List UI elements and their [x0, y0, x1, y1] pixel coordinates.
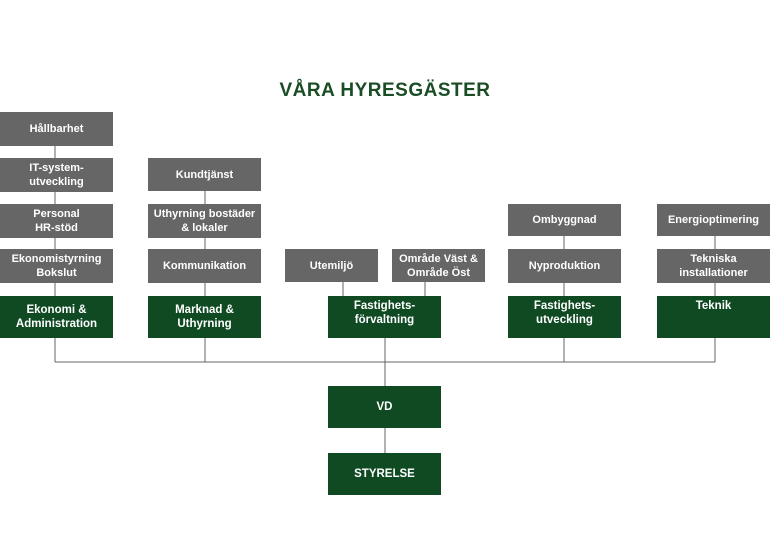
function-energioptimering: Energioptimering [657, 204, 770, 236]
vd-box: VD [328, 386, 441, 428]
function-personal-hr: Personal HR-stöd [0, 204, 113, 238]
function-utemiljo: Utemiljö [285, 249, 378, 282]
department-fastighetsforvaltning: Fastighets- förvaltning [328, 296, 441, 338]
function-kommunikation: Kommunikation [148, 249, 261, 283]
department-fastighetsutveckling: Fastighets- utveckling [508, 296, 621, 338]
department-ekonomi-administration: Ekonomi & Administration [0, 296, 113, 338]
chart-title: VÅRA HYRESGÄSTER [279, 80, 491, 101]
styrelse-box: STYRELSE [328, 453, 441, 495]
function-uthyrning: Uthyrning bostäder & lokaler [148, 204, 261, 238]
function-it-systemutveckling: IT-system- utveckling [0, 158, 113, 192]
function-tekniska-installationer: Tekniska installationer [657, 249, 770, 283]
department-marknad-uthyrning: Marknad & Uthyrning [148, 296, 261, 338]
function-ekonomistyrning: Ekonomistyrning Bokslut [0, 249, 113, 283]
function-nyproduktion: Nyproduktion [508, 249, 621, 283]
function-ombyggnad: Ombyggnad [508, 204, 621, 236]
department-teknik: Teknik [657, 296, 770, 338]
function-omrade-vast-ost: Område Väst & Område Öst [392, 249, 485, 282]
function-kundtjanst: Kundtjänst [148, 158, 261, 191]
function-hallbarhet: Hållbarhet [0, 112, 113, 146]
